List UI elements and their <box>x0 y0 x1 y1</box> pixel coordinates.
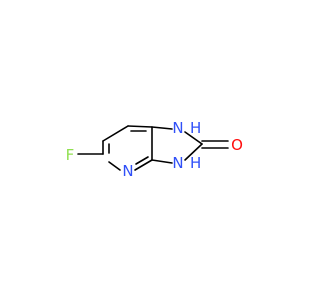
bond-c3a-n1 <box>151 126 173 130</box>
oxygen-label: O <box>231 136 243 154</box>
nh-bottom-nitrogen-label: N <box>172 154 183 172</box>
atom-labels: F N N H N H O <box>66 119 243 180</box>
pyridine-nitrogen-label: N <box>122 162 133 180</box>
bond-n3-c7a <box>151 159 173 164</box>
bond-n-c7a-inner <box>135 156 149 165</box>
fluorine-label: F <box>66 146 75 164</box>
bond-c3a-c4 <box>127 125 153 128</box>
bond-c6-n <box>108 161 121 171</box>
nh-top-nitrogen-label: N <box>172 119 183 137</box>
bond-c4-c5 <box>102 125 129 142</box>
molecule-structure-diagram: F N N H N H O <box>66 119 243 180</box>
bond-n-c7a <box>134 159 153 171</box>
nh-bottom-hydrogen-label: H <box>190 154 201 172</box>
bond-c2-n3 <box>184 143 203 161</box>
bond-n1-c2 <box>184 131 203 145</box>
nh-top-hydrogen-label: H <box>190 119 201 137</box>
bond-lines <box>77 125 229 171</box>
